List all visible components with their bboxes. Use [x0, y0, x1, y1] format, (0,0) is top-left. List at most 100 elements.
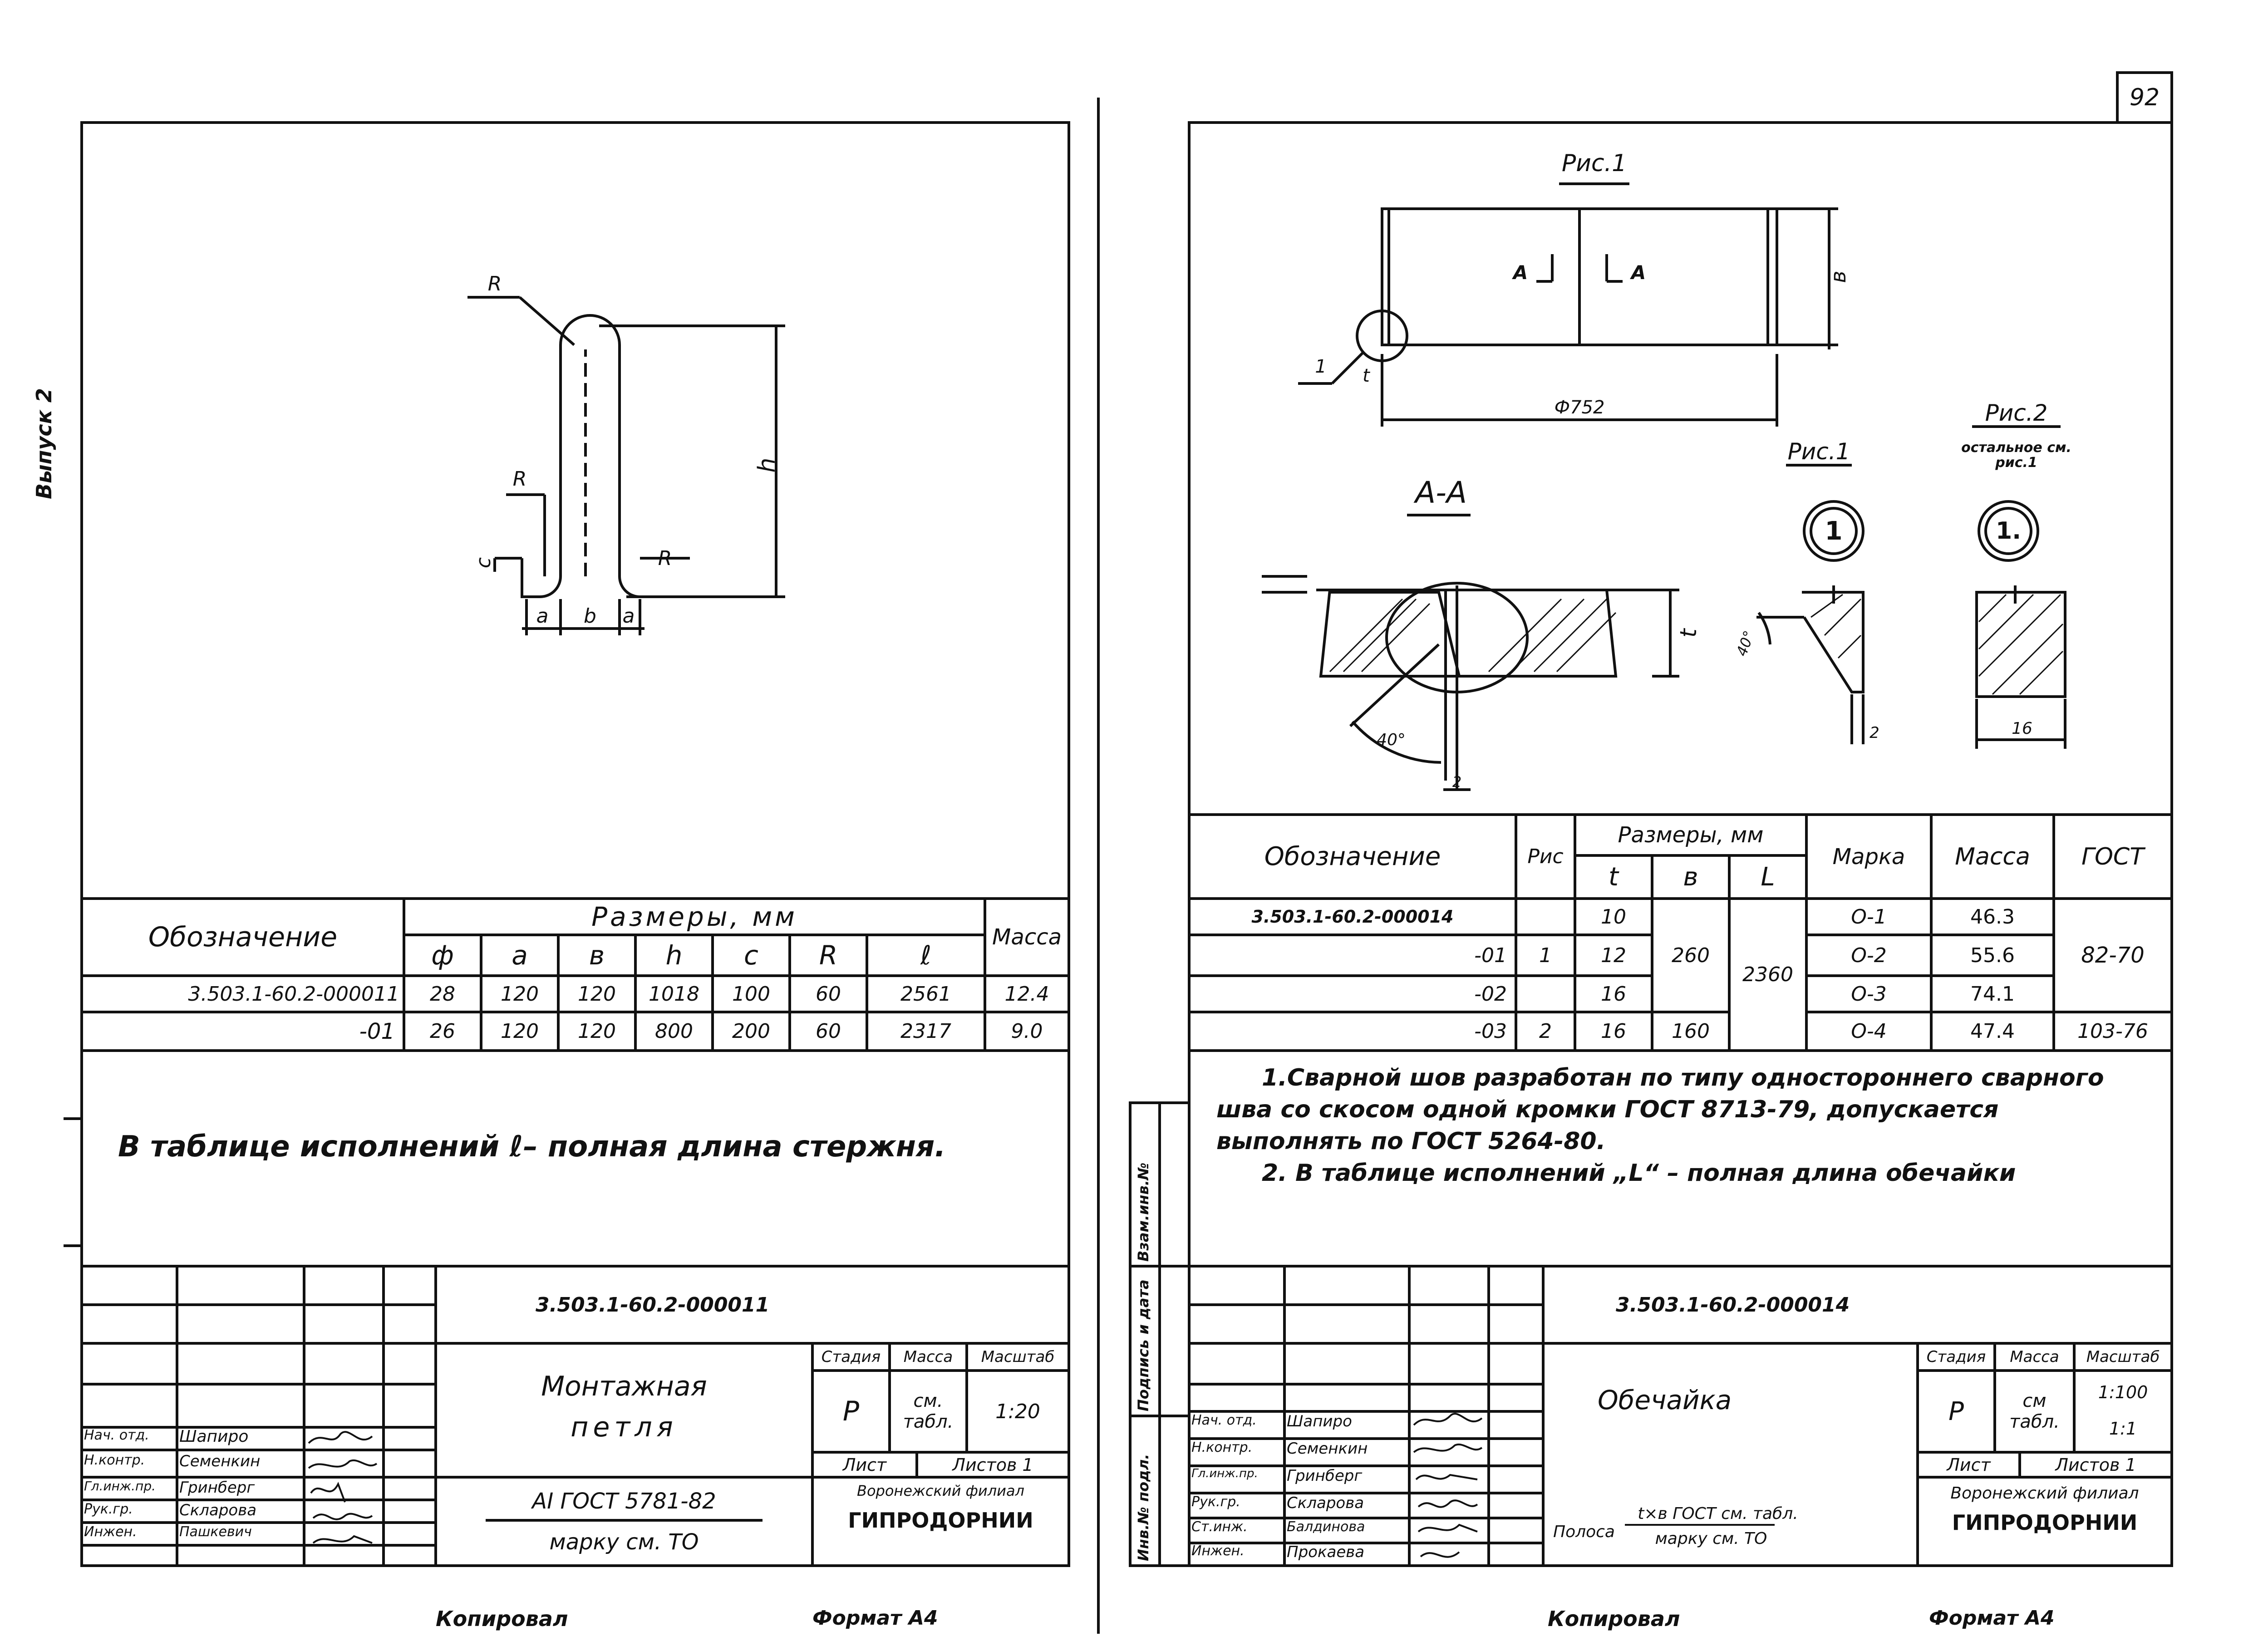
- right-row0-t: 10: [1601, 905, 1626, 929]
- left-tb-org2: ГИПРОДОРНИИ: [848, 1508, 1033, 1533]
- left-tb-scale-h: Масштаб: [981, 1348, 1055, 1366]
- right-row3-grade: О-4: [1851, 1020, 1887, 1043]
- section-title: А-А: [1415, 475, 1467, 510]
- right-row2-grade: О-3: [1851, 982, 1887, 1006]
- right-row2-designation: -02: [1474, 982, 1507, 1006]
- label-a-left: a: [536, 604, 549, 628]
- fig1-dim: Ф752: [1554, 397, 1605, 418]
- left-row0-v5: 60: [816, 982, 841, 1006]
- fig1-label-one: 1: [1315, 356, 1327, 377]
- detail1-two: 2: [1870, 724, 1879, 742]
- left-tb-name1: Монтажная: [541, 1371, 707, 1402]
- right-row1-mass: 55.6: [1970, 943, 2015, 967]
- right-footer-format: Формат А4: [1929, 1607, 2055, 1630]
- right-header-sizes: Размеры, мм: [1618, 822, 1764, 848]
- fig1-label-a1: А: [1513, 261, 1528, 284]
- fig2-title: Рис.2: [1985, 400, 2048, 426]
- right-tb-org1: Воронежский филиал: [1950, 1484, 2139, 1503]
- right-tb-code: 3.503.1-60.2-000014: [1616, 1293, 1850, 1317]
- left-signer-name-0: Шапиро: [179, 1427, 249, 1446]
- right-tb-scale2: 1:1: [2109, 1418, 2137, 1439]
- label-a-right: a: [622, 604, 635, 628]
- left-row0-v3: 1018: [649, 982, 699, 1006]
- label-r-left: R: [512, 467, 527, 491]
- left-footer-copied: Копировал: [436, 1607, 568, 1631]
- left-row0-designation: 3.503.1-60.2-000011: [188, 982, 399, 1006]
- right-row0-mass: 46.3: [1970, 905, 2015, 929]
- side-label: Выпуск 2: [32, 388, 56, 499]
- right-header-gost: ГОСТ: [2081, 843, 2144, 870]
- left-col-phi: ф: [431, 940, 454, 971]
- left-header-sizes: Размеры, мм: [591, 901, 797, 932]
- fig2-dim: 16: [2012, 719, 2032, 738]
- right-note-0: 1.Сварной шов разработан по типу односто…: [1262, 1064, 2104, 1091]
- right-signer-role-1: Н.контр.: [1191, 1440, 1253, 1455]
- section-angle: 40°: [1377, 730, 1406, 749]
- right-row3-designation: -03: [1474, 1020, 1507, 1043]
- right-header-fig: Рис: [1527, 845, 1564, 868]
- right-signer-role-2: Гл.инж.пр.: [1191, 1467, 1258, 1480]
- right-signer-name-5: Прокаева: [1287, 1543, 1365, 1561]
- left-tb-stage-h: Стадия: [821, 1348, 881, 1366]
- right-row2-t: 16: [1601, 982, 1626, 1006]
- left-row1-v0: 26: [430, 1020, 455, 1043]
- left-header-mass: Масса: [992, 924, 1062, 950]
- left-signatures: [308, 1431, 378, 1544]
- left-row1-v4: 200: [732, 1020, 770, 1043]
- loop-drawing: [467, 296, 785, 635]
- left-signer-role-2: Гл.инж.пр.: [84, 1479, 156, 1494]
- left-footer-format: Формат А4: [812, 1607, 938, 1630]
- left-note: В таблице исполнений ℓ– полная длина сте…: [118, 1130, 946, 1164]
- left-row0-v2: 120: [578, 982, 616, 1006]
- right-signer-name-0: Шапиро: [1287, 1412, 1352, 1430]
- shell-drawing: [1298, 182, 1838, 427]
- hatching: [1329, 594, 2064, 695]
- right-tb-mass-h: Масса: [2010, 1348, 2059, 1366]
- section-two: 2: [1452, 773, 1462, 791]
- right-row2-mass: 74.1: [1970, 982, 2015, 1006]
- right-row3-gost: 103-76: [2077, 1020, 2148, 1043]
- left-tb-mass: см. табл.: [903, 1391, 954, 1432]
- left-row0-v4: 100: [732, 982, 770, 1006]
- right-tb-mat-prefix: Полоса: [1553, 1522, 1615, 1541]
- right-signer-role-5: Инжен.: [1191, 1543, 1245, 1559]
- fig1-label-b: в: [1826, 270, 1850, 283]
- right-tb-stage-h: Стадия: [1926, 1348, 1986, 1366]
- detail1-title: Рис.1: [1787, 438, 1850, 465]
- left-header-designation: Обозначение: [148, 921, 338, 953]
- right-tb-mat-bottom: марку см. ТО: [1655, 1529, 1767, 1548]
- detail2-drawing: [1972, 425, 2066, 749]
- right-fig-cell-blank-a: [1517, 900, 1574, 934]
- right-header-grade: Марка: [1832, 844, 1905, 870]
- right-note-3: 2. В таблице исполнений „L“ – полная дли…: [1262, 1160, 2016, 1187]
- right-row1-fig: 1: [1539, 943, 1552, 967]
- right-signer-name-2: Гринберг: [1287, 1467, 1363, 1485]
- left-signer-role-1: Н.контр.: [84, 1452, 145, 1468]
- left-tb-sheets-h: Листов 1: [952, 1454, 1033, 1475]
- right-footer-copied: Копировал: [1548, 1607, 1680, 1631]
- right-tb-mat-top: t×в ГОСТ см. табл.: [1638, 1504, 1798, 1523]
- right-row3-mass: 47.4: [1970, 1020, 2015, 1043]
- fig1-title: Рис.1: [1561, 150, 1627, 177]
- left-signer-role-3: Рук.гр.: [84, 1501, 133, 1517]
- right-signer-name-1: Семенкин: [1287, 1440, 1368, 1458]
- right-col-l: L: [1761, 862, 1775, 892]
- left-row1-v6: 2317: [900, 1020, 951, 1043]
- left-col-b: в: [589, 940, 605, 971]
- left-signer-name-3: Скларова: [179, 1501, 257, 1519]
- page-number: 92: [2129, 84, 2160, 111]
- right-tb-sheets-h: Листов 1: [2055, 1454, 2136, 1475]
- stamp-repl: Взам.инв.№: [1135, 1162, 1152, 1262]
- right-signer-role-4: Ст.инж.: [1191, 1519, 1248, 1535]
- label-h: h: [753, 457, 781, 473]
- left-tb-mass-h: Масса: [903, 1348, 953, 1366]
- detail1-marker: 1: [1825, 516, 1843, 546]
- left-tb-material1: AI ГОСТ 5781-82: [532, 1488, 716, 1514]
- right-header-mass: Масса: [1955, 843, 2030, 870]
- label-c: c: [472, 557, 495, 569]
- left-tb-code: 3.503.1-60.2-000011: [536, 1293, 770, 1317]
- left-tb-material2: марку см. ТО: [549, 1529, 699, 1555]
- section-t: t: [1675, 629, 1702, 638]
- right-note-2: выполнять по ГОСТ 5264-80.: [1216, 1128, 1606, 1155]
- right-tb-stage: Р: [1948, 1396, 1964, 1426]
